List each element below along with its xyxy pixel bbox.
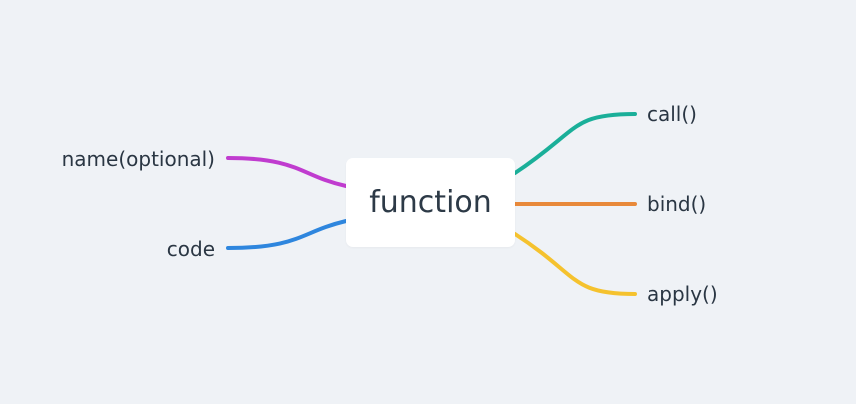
node-label: code (166, 237, 215, 261)
root-label: function (369, 185, 492, 220)
connector-apply (513, 232, 637, 296)
node-name-optional[interactable]: name(optional) (62, 147, 215, 171)
connector-call (513, 112, 637, 175)
connector-code (226, 219, 348, 250)
node-bind[interactable]: bind() (647, 192, 706, 216)
connector-name-optional (226, 156, 348, 188)
node-call[interactable]: call() (647, 102, 697, 126)
node-label: call() (647, 102, 697, 126)
root-node[interactable]: function (346, 158, 515, 247)
node-code[interactable]: code (167, 237, 215, 261)
node-label: name(optional) (61, 147, 215, 171)
node-label: bind() (647, 192, 707, 216)
node-label: apply() (647, 282, 718, 306)
node-apply[interactable]: apply() (647, 282, 718, 306)
